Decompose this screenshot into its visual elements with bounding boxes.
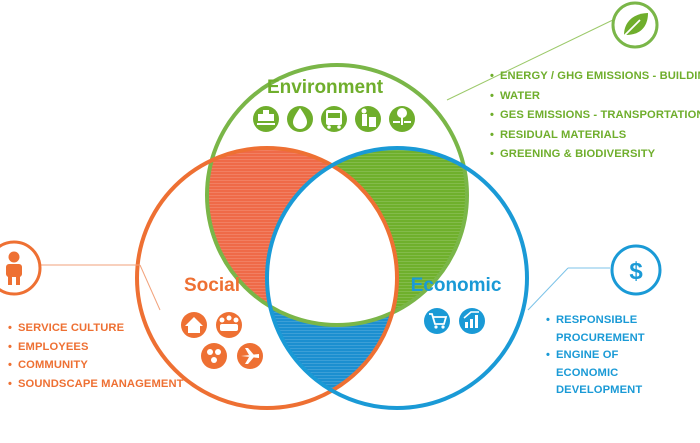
airplane-icon [237, 343, 263, 369]
social-circle [135, 146, 399, 410]
crowd-icon [216, 312, 242, 338]
social-icons [181, 312, 263, 369]
social-list: SERVICE CULTURE EMPLOYEES COMMUNITY SOUN… [8, 319, 184, 393]
recycle-bin-icon [355, 106, 381, 132]
tree-bench-icon [389, 106, 415, 132]
shopping-cart-icon [424, 308, 450, 334]
environment-list: ENERGY / GHG EMISSIONS - BUILDINGS WATER… [490, 67, 700, 165]
center-intersection [267, 148, 397, 325]
person-icon [6, 251, 22, 285]
social-title: Social [184, 275, 240, 296]
house-family-icon [181, 312, 207, 338]
list-item: SERVICE CULTURE [8, 319, 184, 338]
economic-icons [424, 308, 485, 334]
economic-connector [527, 267, 569, 311]
bus-icon [321, 106, 347, 132]
economic-badge: $ [610, 244, 662, 296]
list-item: RESPONSIBLE PROCUREMENT [546, 312, 676, 347]
leaf-icon [621, 13, 648, 39]
environment-connector [446, 17, 618, 101]
list-item: RESIDUAL MATERIALS [490, 126, 700, 146]
water-drop-icon [287, 106, 313, 132]
list-item: GES EMISSIONS - TRANSPORTATION [490, 106, 700, 126]
list-item: ENGINE OF ECONOMIC DEVELOPMENT [546, 347, 676, 400]
list-item: WATER [490, 87, 700, 107]
economic-title: Economic [411, 275, 502, 296]
list-item: ENERGY / GHG EMISSIONS - BUILDINGS [490, 67, 700, 87]
environment-circle [205, 63, 469, 327]
list-item: GREENING & BIODIVERSITY [490, 145, 700, 165]
social-connector-diag [139, 264, 161, 311]
economic-list: RESPONSIBLE PROCUREMENT ENGINE OF ECONOM… [546, 312, 676, 400]
list-item: SOUNDSCAPE MANAGEMENT [8, 375, 184, 394]
list-item: COMMUNITY [8, 356, 184, 375]
dollar-icon: $ [629, 258, 643, 285]
community-icon [201, 343, 227, 369]
social-badge [0, 240, 42, 296]
growth-chart-icon [459, 308, 485, 334]
list-item: EMPLOYEES [8, 338, 184, 357]
environment-icons [253, 106, 415, 132]
economic-circle [265, 146, 529, 410]
environment-title: Environment [267, 77, 384, 98]
building-energy-icon [253, 106, 279, 132]
environment-badge [611, 1, 659, 49]
